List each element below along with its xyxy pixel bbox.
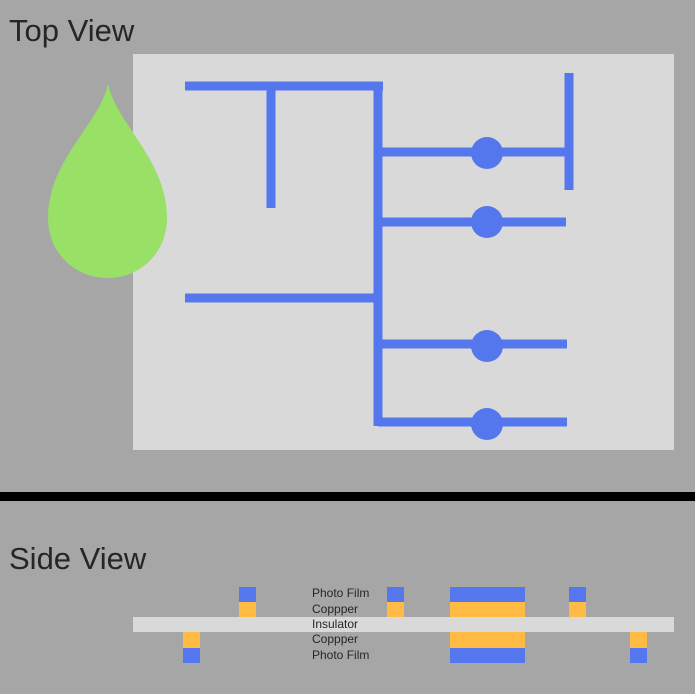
copper-block [450, 632, 525, 648]
copper-block [183, 632, 200, 648]
bottom-photo-film-blocks [183, 648, 647, 663]
copper-block [630, 632, 647, 648]
copper-block [387, 602, 404, 617]
layer-label-copper-top: Coppper [312, 602, 359, 616]
layer-label-insulator: Insulator [312, 617, 359, 631]
side-view-title: Side View [9, 541, 147, 576]
photo-film-block [450, 648, 525, 663]
copper-block [239, 602, 256, 617]
photo-film-block [450, 587, 525, 602]
section-divider [0, 492, 695, 501]
layer-label-photo-film-bottom: Photo Film [312, 648, 370, 662]
top-photo-film-blocks [239, 587, 586, 602]
top-view-title: Top View [9, 13, 135, 48]
photo-film-block [630, 648, 647, 663]
photo-film-block [239, 587, 256, 602]
bottom-copper-blocks [183, 632, 647, 648]
top-view-diagram [48, 54, 674, 450]
droplet-icon [48, 84, 167, 278]
solder-pad [471, 330, 503, 362]
top-copper-blocks [239, 602, 586, 617]
circuit-traces [185, 73, 574, 427]
side-view-diagram [133, 587, 674, 663]
solder-pads [471, 137, 503, 440]
photo-film-block [183, 648, 200, 663]
copper-block [450, 602, 525, 617]
insulator-layer [133, 617, 674, 632]
solder-pad [471, 137, 503, 169]
photo-film-block [569, 587, 586, 602]
solder-pad [471, 408, 503, 440]
layer-label-photo-film-top: Photo Film [312, 586, 370, 600]
circuit-board [133, 54, 674, 450]
copper-block [569, 602, 586, 617]
photo-film-block [387, 587, 404, 602]
solder-pad [471, 206, 503, 238]
layer-label-copper-bottom: Coppper [312, 632, 359, 646]
